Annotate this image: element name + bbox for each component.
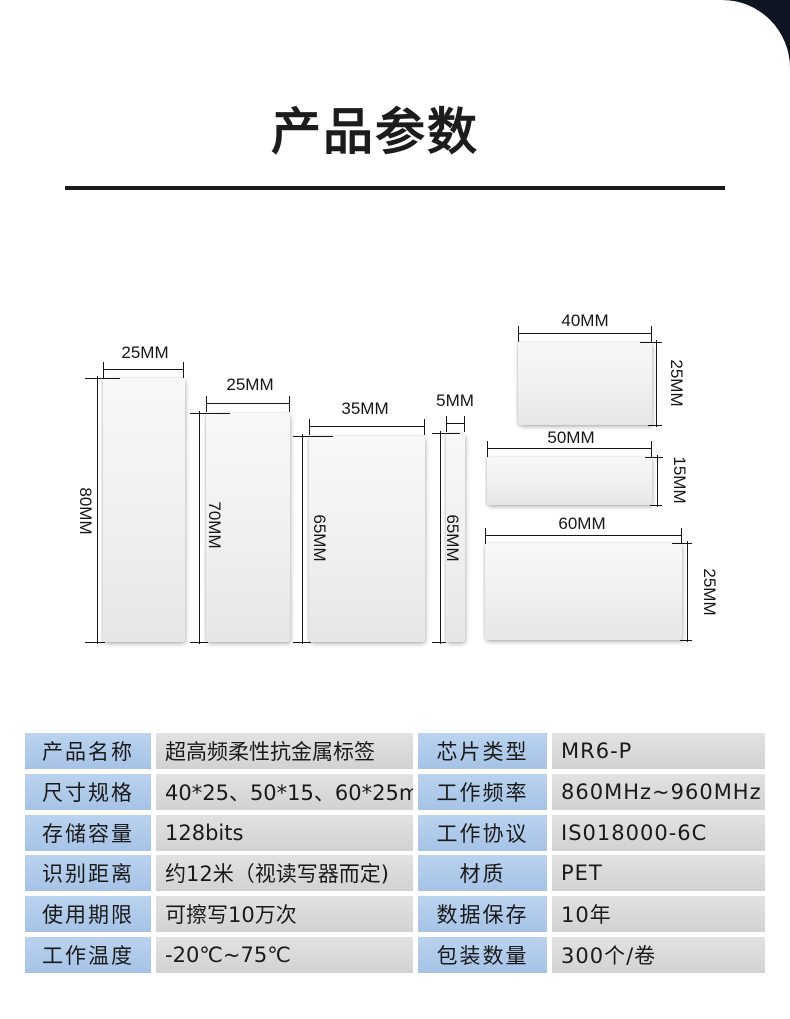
dimension-line (656, 340, 657, 427)
tag-drawing-1 (103, 378, 185, 642)
dimension-tick (432, 433, 460, 434)
tag-height-label: 25MM (700, 568, 719, 616)
dimension-tick (206, 396, 207, 412)
dimension-tick (190, 413, 230, 414)
dimension-tick (85, 642, 105, 643)
page-title: 产品参数 (271, 103, 479, 161)
dimension-tick (672, 543, 692, 544)
spec-label: 工作温度 (25, 936, 151, 973)
dimension-tick (487, 441, 488, 457)
dimension-tick (651, 441, 652, 457)
spec-value: PET (552, 855, 765, 892)
tag-drawing-6 (487, 457, 652, 505)
dimension-line (657, 455, 658, 507)
dimension-line (97, 376, 98, 644)
spec-table: 产品名称 超高频柔性抗金属标签 芯片类型 MR6-P 尺寸规格 40*25、50… (25, 733, 765, 973)
dimension-line (687, 541, 688, 642)
tag-width-label: 5MM (436, 391, 474, 410)
dimension-line (302, 434, 303, 644)
spec-value: 40*25、50*15、60*25mm (156, 773, 413, 810)
dimension-tick (289, 396, 290, 412)
spec-value: 约12米（视读写器而定) (156, 855, 413, 892)
dimension-tick (645, 457, 663, 458)
spec-value: 可擦写10万次 (156, 896, 413, 933)
dimension-line (485, 535, 682, 536)
tag-height-label: 65MM (443, 514, 462, 562)
dimension-line (206, 403, 290, 404)
dimension-tick (464, 416, 465, 432)
spec-label: 识别距离 (25, 855, 151, 892)
dimension-tick (485, 528, 486, 544)
tag-height-label: 80MM (76, 487, 95, 535)
tag-drawing-3 (309, 436, 425, 642)
tag-width-label: 25MM (121, 343, 169, 362)
dimension-tick (103, 362, 104, 378)
dimension-tick (85, 378, 120, 379)
spec-label: 材质 (418, 855, 547, 892)
tag-width-label: 60MM (558, 514, 606, 533)
spec-label: 工作频率 (418, 773, 547, 810)
tag-drawing-7 (485, 543, 682, 640)
spec-label: 数据保存 (418, 896, 547, 933)
dimension-line (309, 426, 425, 427)
dimension-tick (650, 505, 662, 506)
dimension-tick (293, 436, 333, 437)
spec-label: 存储容量 (25, 814, 151, 851)
tag-height-label: 70MM (205, 501, 224, 549)
dimension-tick (518, 326, 519, 342)
spec-value: MR6-P (552, 733, 765, 769)
dimension-line (518, 333, 652, 334)
dimension-tick (648, 425, 662, 426)
spec-label: 产品名称 (25, 733, 151, 769)
dimension-line (487, 448, 652, 449)
dimension-tick (680, 640, 692, 641)
dimension-line (199, 411, 200, 644)
dimension-tick (183, 362, 184, 378)
spec-value: 10年 (552, 896, 765, 933)
spec-label: 工作协议 (418, 814, 547, 851)
spec-value: 超高频柔性抗金属标签 (156, 733, 413, 769)
dimension-line (103, 369, 183, 370)
spec-value: 860MHz~960MHz (552, 773, 765, 810)
tag-width-label: 35MM (341, 399, 389, 418)
title-divider (65, 186, 725, 190)
dimension-line (446, 423, 465, 424)
tag-height-label: 15MM (670, 456, 689, 504)
dimension-tick (446, 416, 447, 432)
spec-value: 128bits (156, 814, 413, 851)
dimension-line (440, 431, 441, 644)
dimension-tick (293, 642, 311, 643)
tag-width-label: 50MM (547, 428, 595, 447)
spec-label: 芯片类型 (418, 733, 547, 769)
dimension-tick (309, 419, 310, 435)
tag-height-label: 65MM (310, 514, 329, 562)
tag-width-label: 40MM (561, 311, 609, 330)
spec-label: 尺寸规格 (25, 773, 151, 810)
dimension-tick (681, 528, 682, 544)
dimension-tick (651, 326, 652, 342)
tag-height-label: 25MM (667, 359, 686, 407)
spec-value: IS018000-6C (552, 814, 765, 851)
spec-value: -20℃~75℃ (156, 936, 413, 973)
tag-drawing-4 (446, 433, 465, 642)
tag-drawing-5 (518, 342, 652, 425)
tag-width-label: 25MM (226, 375, 274, 394)
dimension-tick (424, 419, 425, 435)
spec-value: 300个/卷 (552, 936, 765, 973)
dimension-tick (640, 342, 662, 343)
corner-decoration (722, 0, 790, 68)
spec-label: 使用期限 (25, 896, 151, 933)
tag-drawing-2 (206, 413, 290, 642)
spec-label: 包装数量 (418, 936, 547, 973)
dimension-tick (432, 642, 446, 643)
dimension-tick (190, 642, 208, 643)
